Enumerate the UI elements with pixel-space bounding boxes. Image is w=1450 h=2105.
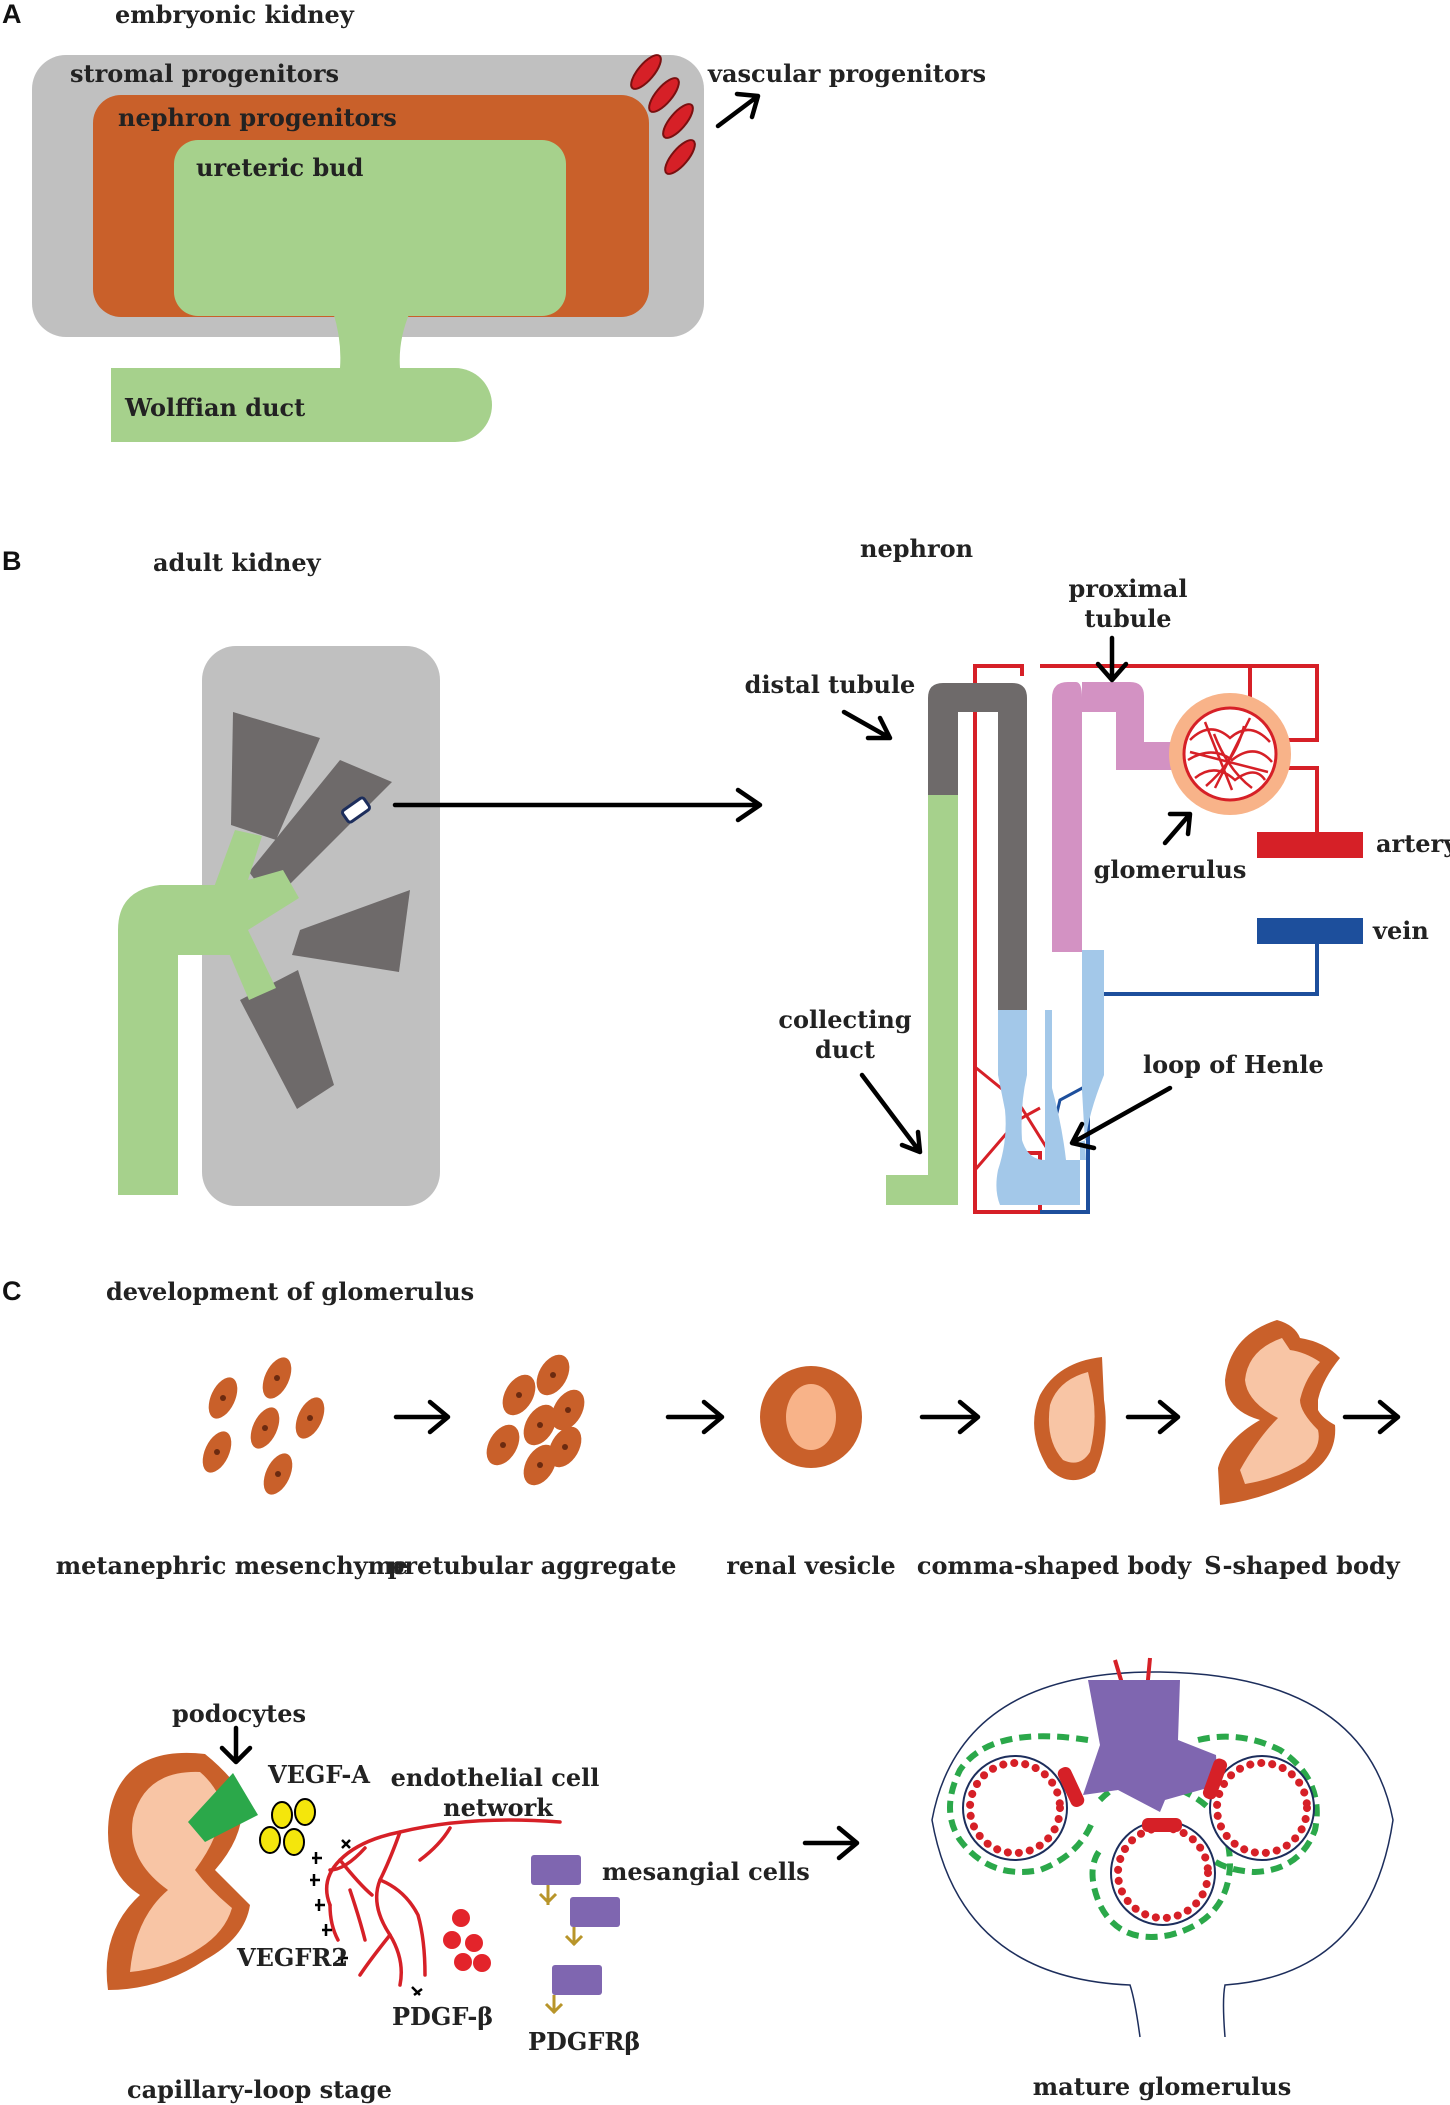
s-shaped-body-inner [1240,1338,1320,1484]
glomerulus-label: glomerulus [1094,855,1247,884]
stage-arrow-4-icon [1125,1399,1181,1435]
podocyte-layer [188,1773,258,1842]
stage-label-metanephric: metanephric mesenchyme [56,1551,409,1580]
podocytes-arrow-icon [219,1725,253,1765]
adult-kidney-diagram [118,646,763,1206]
maturation-arrow-icon [802,1825,860,1861]
artery-bar [1257,832,1363,858]
panel-label-a: A [2,0,22,29]
mature-glomerulus-diagram: mature glomerulus [931,1657,1394,2101]
loop-of-henle-label: loop of Henle [1143,1050,1324,1079]
mesangial-cells [531,1855,620,2015]
pdgf-b-label: PDGF-β [392,2002,493,2031]
glomerular-vessel-top [1200,664,1319,742]
pdgfrb-label: PDGFRβ [528,2027,640,2056]
ureteric-bud-label: ureteric bud [196,153,364,182]
embryonic-kidney-title: embryonic kidney [115,0,355,29]
stage-label-s-shaped: S-shaped body [1204,1551,1400,1580]
wolffian-duct-label: Wolffian duct [124,393,305,422]
proximal-tubule-convoluted [1072,682,1192,770]
collecting-duct-stem [928,795,958,1205]
henle-arrow-icon [1069,1085,1173,1151]
vegfr2-receptors [310,1839,423,1996]
stage-arrow-5-icon [1342,1399,1401,1435]
capillary-loop-stage-diagram: podocytes VEGF-A [106,1699,810,2104]
capillary-loop-label: capillary-loop stage [127,2075,392,2104]
vein-bar [1257,918,1363,944]
embryonic-kidney-diagram: stromal progenitors nephron progenitors … [32,54,986,442]
distal-tubule-label: distal tubule [745,670,916,699]
endothelial-label-2: network [443,1793,554,1822]
vascular-progenitors-label: vascular progenitors [707,59,986,88]
proximal-arrow-icon [1095,635,1129,683]
panel-label-c: C [2,1276,22,1306]
mesangium [1083,1680,1218,1812]
stage-label-pretubular: pretubular aggregate [388,1551,677,1580]
mesangial-contacts [1057,1758,1228,1832]
capillary-loops [962,1755,1315,1926]
vein-label: vein [1372,916,1429,945]
nephron-title: nephron [860,534,973,563]
distal-arrow-icon [841,709,893,741]
stage-arrow-3-icon [919,1399,981,1435]
distal-tubule [928,683,1027,1010]
efferent-capillary [973,664,1042,1214]
collecting-duct-label-1: collecting [778,1005,911,1034]
endothelial-label-1: endothelial cell [391,1763,600,1792]
glomerular-capillaries [1187,717,1273,791]
development-title: development of glomerulus [106,1277,474,1306]
pdgf-b-molecules [443,1909,491,1972]
artery-label: artery [1376,829,1450,858]
nephron-marker [341,796,371,824]
nephron-diagram: proximal tubule distal tubule glomerulus… [745,574,1450,1214]
proximal-tubule-descending [1052,682,1082,952]
vegf-a-label: VEGF-A [267,1760,370,1789]
pretubular-aggregate-cells [486,1354,585,1486]
vegfr2-label: VEGFR2 [236,1943,348,1972]
panel-label-b: B [2,546,22,576]
ureteric-stalk [333,312,410,368]
loop-of-henle [996,950,1104,1205]
metanephric-mesenchyme-cells [202,1357,325,1495]
vascular-progenitor-cells [630,54,696,175]
proximal-tubule-label-2: tubule [1084,604,1171,633]
renal-vesicle [760,1366,862,1468]
zoom-arrow-icon [392,787,763,823]
podocytes-label: podocytes [172,1699,306,1728]
vascular-arrow-icon [715,91,761,129]
endothelial-cell-network [324,1818,562,1987]
stage-label-comma: comma-shaped body [917,1551,1192,1580]
comma-shaped-body-inner [1048,1372,1095,1463]
vegf-a-molecules [259,1798,316,1856]
mesangial-label: mesangial cells [602,1857,810,1886]
glomerulus-arrow-icon [1162,811,1193,846]
renal-pyramids [231,712,410,1109]
wolffian-duct [111,368,492,442]
collecting-duct-foot [886,1175,958,1205]
stromal-progenitors-label: stromal progenitors [70,59,339,88]
proximal-tubule-label-1: proximal [1069,574,1188,603]
stage-label-renal-vesicle: renal vesicle [726,1551,895,1580]
stage-arrow-2-icon [665,1399,725,1435]
mature-glomerulus-label: mature glomerulus [1033,2072,1292,2101]
collecting-duct-label-2: duct [815,1035,875,1064]
adult-kidney-title: adult kidney [153,548,322,577]
ureter [118,885,230,1195]
collecting-duct-arrow-icon [859,1072,923,1155]
nephron-progenitors-label: nephron progenitors [118,103,397,132]
renal-pelvis [210,830,299,1000]
stage-arrow-1-icon [393,1399,451,1435]
ureteric-bud [174,140,566,316]
